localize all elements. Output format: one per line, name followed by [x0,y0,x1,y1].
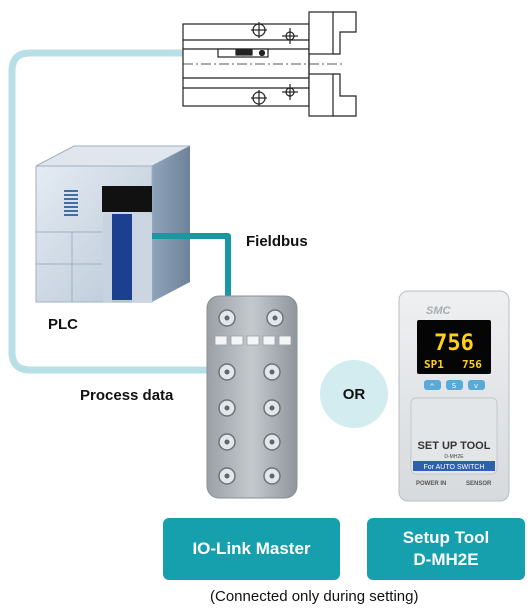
device-model: D-MH2E [444,454,464,460]
plc-label: PLC [48,316,78,333]
svg-text:v: v [474,382,478,390]
device-key-down [468,380,485,390]
or-label: OR [342,385,366,403]
plc-unit [35,145,191,303]
or-badge: OR [320,360,388,428]
device-display-sub-value: 756 [462,358,482,371]
setup-tool-device: SMC 756 SP1 756 ^ S v SET UP TOOL D-MH2E… [398,290,510,502]
device-display-main: 756 [434,331,474,356]
device-key-up [424,380,441,390]
svg-text:For AUTO SWITCH: For AUTO SWITCH [424,464,485,471]
svg-text:^: ^ [429,383,435,391]
process-data-cable [8,49,228,374]
fieldbus-cable [152,233,231,318]
device-display [417,320,491,374]
connection-note: (Connected only during setting) [210,588,419,605]
device-key-set [446,380,463,390]
svg-text:S: S [452,382,457,390]
io-link-master-button[interactable]: IO-Link Master [163,518,340,580]
gripper-drawing [182,11,357,117]
device-port-sensor: SENSOR [466,481,492,487]
device-display-sub-label: SP1 [424,358,444,371]
device-brand: SMC [426,305,452,317]
device-band [413,461,495,471]
setup-tool-label-line2: D-MH2E [413,550,479,569]
io-link-master-device [206,295,298,499]
io-link-master-label: IO-Link Master [192,539,311,558]
setup-tool-button[interactable]: Setup Tool D-MH2E [367,518,525,580]
device-title: SET UP TOOL [418,440,491,452]
device-port-power: POWER IN [416,481,446,487]
fieldbus-label: Fieldbus [246,233,308,250]
process-data-label: Process data [80,387,174,404]
setup-tool-label-line1: Setup Tool [402,528,490,547]
